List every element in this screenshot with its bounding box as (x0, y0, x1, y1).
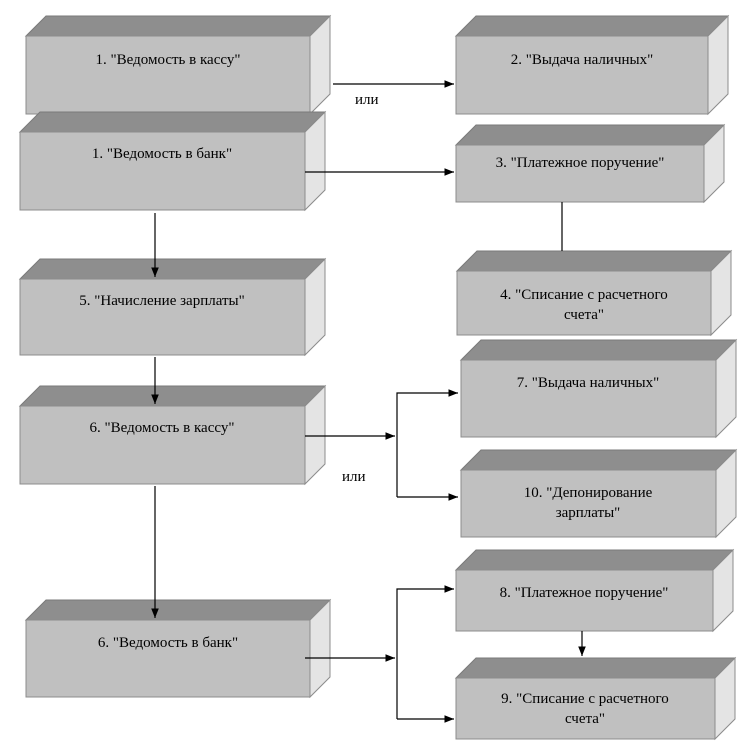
box-vedomost-v-kassu-1: 1. "Ведомость в кассу" (24, 14, 332, 116)
box-label: 6. "Ведомость в банк" (98, 635, 238, 651)
box-label: 1. "Ведомость в кассу" (96, 52, 241, 68)
box-platezhnoe-poruchenie-3: 3. "Платежное поручение" (454, 123, 726, 204)
box-label: 7. "Выдача наличных" (517, 375, 659, 391)
box-label: 8. "Платежное поручение" (500, 585, 669, 601)
box-label: счета" (564, 307, 604, 323)
box-label: 3. "Платежное поручение" (496, 155, 665, 171)
box-vydacha-nalichnykh-7: 7. "Выдача наличных" (459, 338, 738, 439)
box-platezhnoe-poruchenie-8: 8. "Платежное поручение" (454, 548, 735, 633)
box-label: 10. "Депонирование (524, 485, 653, 501)
box-label: 9. "Списание с расчетного (501, 691, 669, 707)
branch-line-top (396, 389, 458, 497)
box-deponirovanie-zarplaty-10: 10. "Депонирование зарплаты" (459, 448, 738, 539)
box-vedomost-v-bank-1: 1. "Ведомость в банк" (18, 110, 327, 212)
branch-line-8 (396, 585, 454, 719)
box-label: 6. "Ведомость в кассу" (90, 420, 235, 436)
box-label: 2. "Выдача наличных" (511, 52, 653, 68)
box-label: 4. "Списание с расчетного (500, 287, 668, 303)
box-spisanie-s-raschetnogo-scheta-4: 4. "Списание с расчетного счета" (455, 249, 733, 337)
box-vedomost-v-bank-6: 6. "Ведомость в банк" (24, 598, 332, 699)
box-label: счета" (565, 711, 605, 727)
box-label: 5. "Начисление зарплаты" (79, 293, 244, 309)
box-nachislenie-zarplaty-5: 5. "Начисление зарплаты" (18, 257, 327, 357)
or-label-middle: или (342, 469, 366, 485)
box-label: зарплаты" (556, 505, 621, 521)
box-vedomost-v-kassu-6: 6. "Ведомость в кассу" (18, 384, 327, 486)
box-label: 1. "Ведомость в банк" (92, 146, 232, 162)
box-spisanie-s-raschetnogo-scheta-9: 9. "Списание с расчетного счета" (454, 656, 737, 741)
or-label-top: или (355, 92, 379, 108)
box-vydacha-nalichnykh-2: 2. "Выдача наличных" (454, 14, 730, 116)
